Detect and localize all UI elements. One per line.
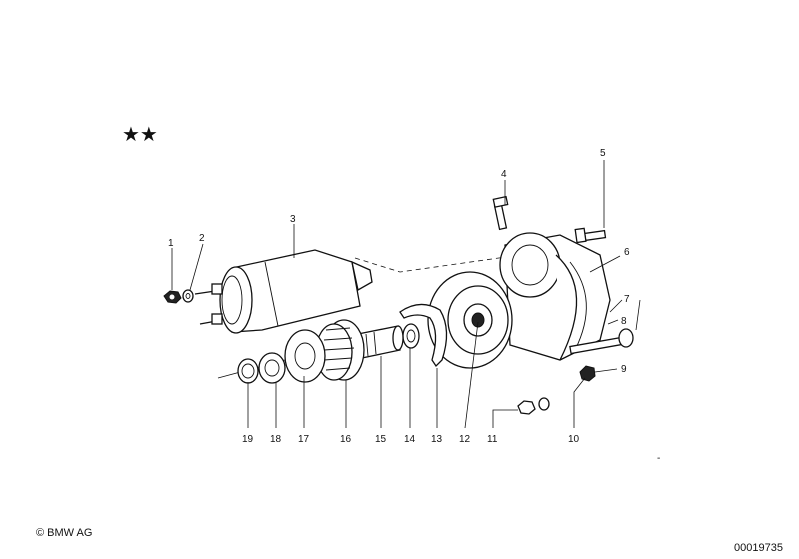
leader-lines [171,160,641,429]
callouts: 1 2 3 4 5 6 7 8 9 10 11 12 13 14 15 16 1… [168,148,630,445]
callout-9: 9 [621,364,627,375]
part-3-solenoid [194,249,373,334]
part-12-bearing [447,285,509,355]
image-number: 00019735 [734,542,783,554]
part-19-washer [237,358,259,384]
part-16-drive-clutch [315,319,365,381]
callout-2: 2 [199,233,205,244]
part-14-ring [402,323,420,349]
callout-10: 10 [568,434,580,445]
part-13-fork [399,303,448,368]
callout-16: 16 [340,434,352,445]
copyright: © BMW AG [36,527,92,539]
callout-8: 8 [621,316,627,327]
part-18-ring [258,352,286,384]
callout-6: 6 [624,247,630,258]
callout-17: 17 [298,434,310,445]
callout-13: 13 [431,434,443,445]
callout-19: 19 [242,434,254,445]
part-1-nut [163,290,182,304]
callout-3: 3 [290,214,296,225]
callout-1: 1 [168,238,174,249]
callout-11: 11 [487,434,498,445]
part-15-pinion [357,325,404,359]
part-5-screw [574,227,607,244]
part-9-nut [579,365,596,382]
callout-18: 18 [270,434,282,445]
part-4-screw [492,195,509,231]
part-11-nut [517,397,550,415]
callout-14: 14 [404,434,416,445]
callout-12: 12 [459,434,471,445]
callout-15: 15 [375,434,387,445]
callout-5: 5 [600,148,606,159]
part-17-cover [284,329,326,383]
callout-7: 7 [624,294,630,305]
part-8-bolt [569,328,634,355]
part-2-washer [182,289,194,303]
minus-mark: - [657,453,660,464]
callout-4: 4 [501,169,507,180]
variant-stars: ★★ [122,122,158,146]
